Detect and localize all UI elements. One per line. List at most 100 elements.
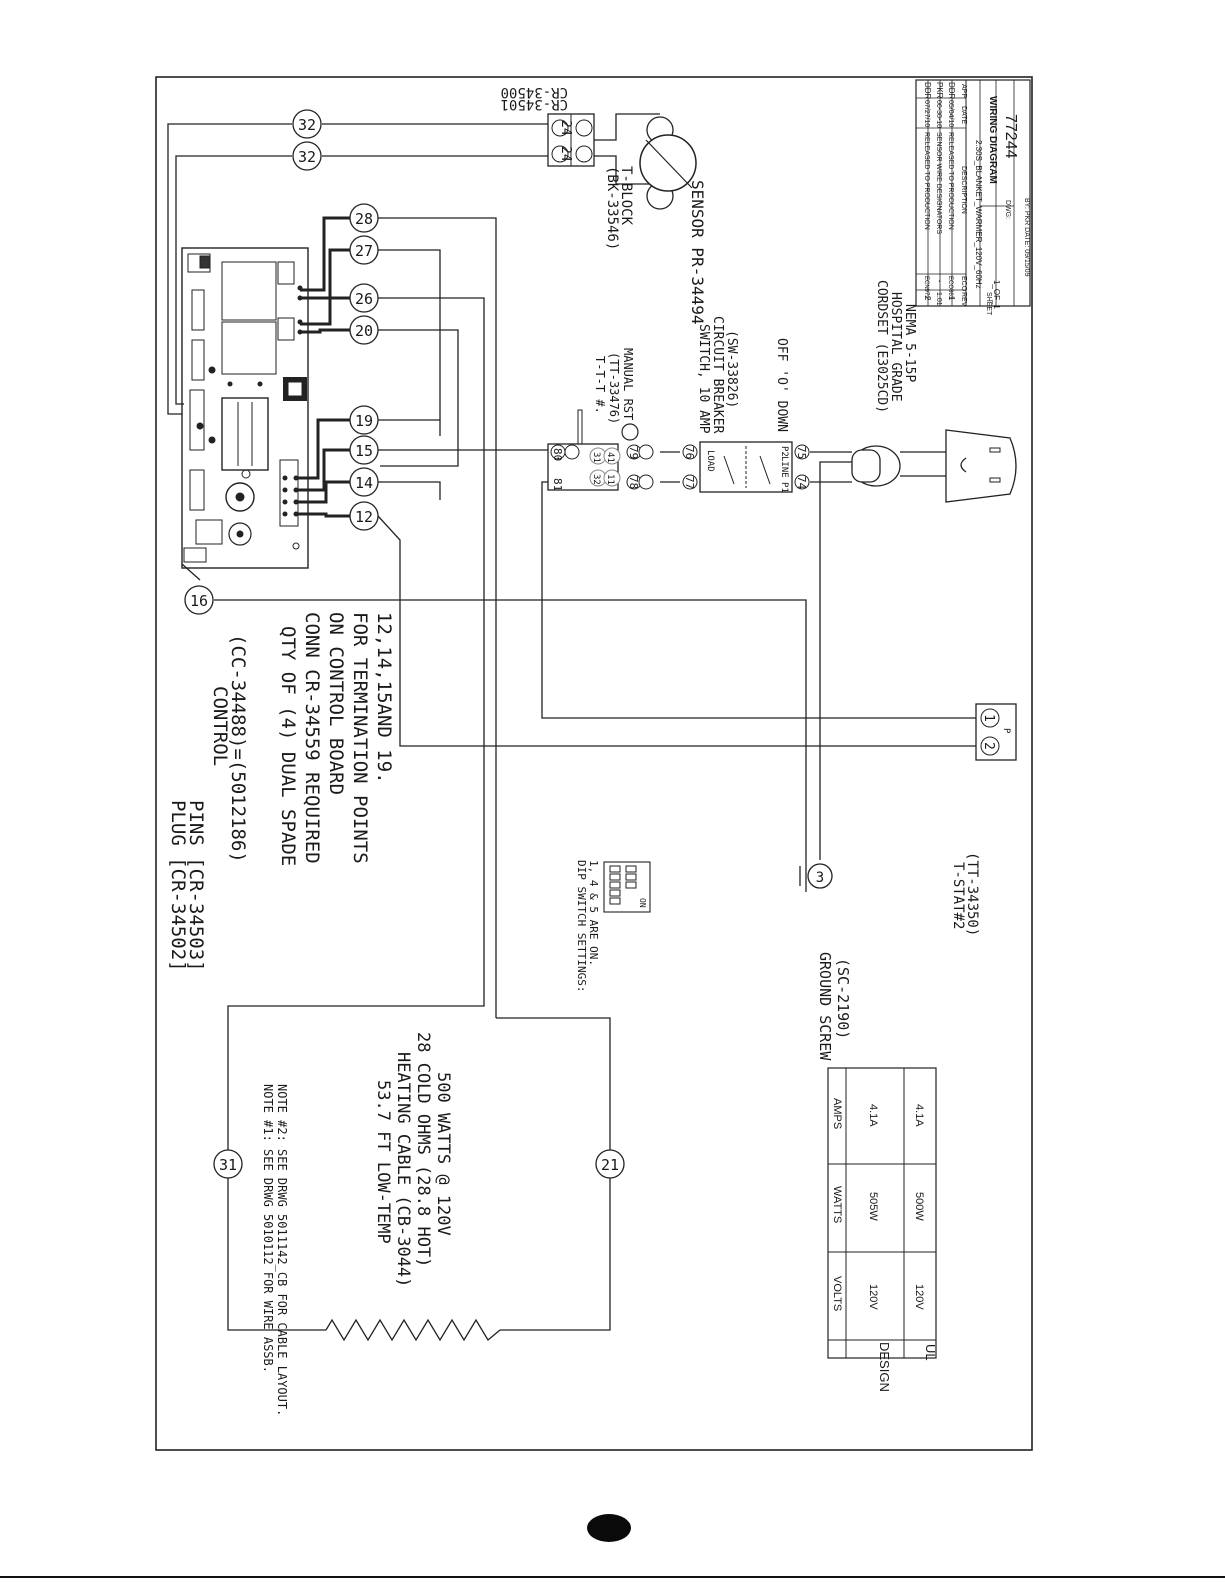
svg-text:31: 31 xyxy=(219,1156,237,1174)
svg-text:NOTE #1: SEE DRWG 5010112 FOR: NOTE #1: SEE DRWG 5010112 FOR WIRE ASSB. xyxy=(261,1084,275,1373)
svg-text:78: 78 xyxy=(627,476,640,489)
svg-text:CONN CR-34559 REQUIRED: CONN CR-34559 REQUIRED xyxy=(301,612,323,864)
svg-text:32: 32 xyxy=(298,148,316,166)
svg-text:77244: 77244 xyxy=(1002,114,1019,159)
svg-text:24: 24 xyxy=(558,120,573,136)
terminal-21: 21 xyxy=(595,1149,625,1179)
svg-text:P: P xyxy=(1001,728,1011,734)
heating-cable-labels: 53.7 FT LOW-TEMP HEATING CABLE (CB-3044)… xyxy=(373,1032,453,1287)
svg-text:1: 1 xyxy=(981,714,996,722)
control-labels: PLUG [CR-34502] PINS [CR-34503] CONTROL … xyxy=(167,612,395,972)
svg-text:14: 14 xyxy=(355,474,373,492)
terminal-32b: 32 xyxy=(292,141,322,171)
terminal-20: 20 xyxy=(349,315,379,345)
terminal-15: 15 xyxy=(349,435,379,465)
svg-text:21: 21 xyxy=(601,1156,619,1174)
svg-text:15: 15 xyxy=(355,442,373,460)
thermostat-1: 80 81 79 78 32 31 41 11 T-T-T #. (TT-334… xyxy=(547,348,654,491)
svg-text:16: 16 xyxy=(190,592,208,610)
drawing-border xyxy=(155,76,1033,1451)
svg-text:DDR: DDR xyxy=(947,82,956,100)
svg-text:74: 74 xyxy=(795,476,808,490)
svg-text:ECN972: ECN972 xyxy=(923,276,929,299)
svg-text:1: 1 xyxy=(947,296,956,301)
svg-text:2: 2 xyxy=(981,742,996,750)
svg-text:DESCRIPTION: DESCRIPTION xyxy=(960,166,967,214)
svg-text:AMPS: AMPS xyxy=(831,1098,843,1129)
svg-text:VOLTS: VOLTS xyxy=(831,1276,843,1311)
svg-text:32: 32 xyxy=(298,116,316,134)
svg-text:2: 2 xyxy=(923,296,932,301)
terminal-27: 27 xyxy=(349,235,379,265)
svg-text:20: 20 xyxy=(355,322,373,340)
plug-icon xyxy=(945,429,1017,503)
svg-text:53.7 FT LOW-TEMP: 53.7 FT LOW-TEMP xyxy=(373,1080,393,1244)
control-board xyxy=(181,247,309,569)
dip-switch: ON DIP SWITCH SETTINGS: 1, 4 & 5 ARE ON. xyxy=(575,860,651,992)
svg-text:12: 12 xyxy=(355,508,373,526)
svg-text:SHEET: SHEET xyxy=(985,292,992,316)
svg-text:DATE: DATE xyxy=(960,106,967,124)
svg-text:LOAD: LOAD xyxy=(705,450,715,472)
title-block: 2 ECN972 RELEASED TO PRODUCTION 07/27/10… xyxy=(915,79,1031,316)
svg-text:CIRCUIT BREAKER: CIRCUIT BREAKER xyxy=(710,316,725,434)
svg-text:05/04/10: 05/04/10 xyxy=(947,100,954,127)
svg-text:(SW-33826): (SW-33826) xyxy=(724,330,739,408)
svg-text:P1: P1 xyxy=(779,482,789,493)
svg-text:26: 26 xyxy=(355,290,373,308)
svg-text:T-BLOCK: T-BLOCK xyxy=(618,166,634,226)
svg-text:31: 31 xyxy=(591,452,601,463)
svg-text:CR-34500: CR-34500 xyxy=(501,84,568,100)
svg-text:QTY OF (4) DUAL SPADE: QTY OF (4) DUAL SPADE xyxy=(277,626,299,866)
svg-text:-: - xyxy=(935,280,942,283)
svg-text:APP: APP xyxy=(960,84,967,98)
svg-text:120V: 120V xyxy=(867,1284,879,1310)
svg-text:76: 76 xyxy=(683,446,696,459)
svg-text:RELEASED TO PRODUCTION: RELEASED TO PRODUCTION xyxy=(947,132,954,230)
svg-text:06-30-10: 06-30-10 xyxy=(935,100,942,128)
page-number-tab xyxy=(587,1514,631,1542)
svg-text:DESIGN: DESIGN xyxy=(877,1342,892,1392)
pins-label: PINS [CR-34503] xyxy=(185,800,207,972)
svg-text:RELEASED TO PRODUCTION: RELEASED TO PRODUCTION xyxy=(923,132,930,230)
svg-text:32: 32 xyxy=(591,474,601,485)
control-part: (CC-34488)=(5012186) xyxy=(227,634,249,863)
svg-text:505W: 505W xyxy=(867,1192,879,1221)
svg-text:SENSOR WIRE DESIGNATORS: SENSOR WIRE DESIGNATORS xyxy=(935,132,942,234)
svg-text:UL: UL xyxy=(923,1344,938,1361)
svg-text:11: 11 xyxy=(605,474,615,485)
cordset: CORDSET (E3025CD) HOSPITAL GRADE NEMA 5-… xyxy=(851,280,1017,503)
svg-text:T-STAT#2: T-STAT#2 xyxy=(950,862,966,929)
svg-text:SENSOR PR-34494: SENSOR PR-34494 xyxy=(688,180,707,325)
svg-text:OFF 'O' DOWN: OFF 'O' DOWN xyxy=(774,338,789,432)
svg-text:ON CONTROL BOARD: ON CONTROL BOARD xyxy=(325,612,347,795)
svg-text:REV: REV xyxy=(960,292,967,307)
terminal-19: 19 xyxy=(349,405,379,435)
sensor-assembly: 24 24 (BK-33546) T-BLOCK CR-34500 CR-345… xyxy=(501,84,707,325)
svg-text:(SC-2190): (SC-2190) xyxy=(834,958,852,1039)
svg-text:WIRING DIAGRAM: WIRING DIAGRAM xyxy=(987,96,998,184)
svg-text:WATTS: WATTS xyxy=(831,1186,843,1223)
svg-text:27: 27 xyxy=(355,242,373,260)
svg-text:81: 81 xyxy=(551,478,564,491)
svg-text:(BK-33546): (BK-33546) xyxy=(604,166,620,250)
svg-text:GROUND SCREW: GROUND SCREW xyxy=(816,952,834,1061)
terminal-14: 14 xyxy=(349,467,379,497)
svg-text:NOTE #2: SEE DRWG 5011142_CB F: NOTE #2: SEE DRWG 5011142_CB FOR CABLE L… xyxy=(275,1084,289,1416)
svg-text:FOR TERMINATION POINTS: FOR TERMINATION POINTS xyxy=(349,612,371,864)
svg-text:1_OF_1: 1_OF_1 xyxy=(992,280,1001,309)
terminal-26: 26 xyxy=(349,283,379,313)
svg-text:80: 80 xyxy=(551,448,564,461)
svg-text:79: 79 xyxy=(627,446,640,459)
svg-text:BY: PKR DATE: 09/15/09: BY: PKR DATE: 09/15/09 xyxy=(1023,198,1030,277)
svg-text:(TT-33476): (TT-33476) xyxy=(607,352,621,424)
svg-text:1, 4 & 5 ARE ON.: 1, 4 & 5 ARE ON. xyxy=(587,860,600,966)
terminal-12: 12 xyxy=(349,501,379,531)
svg-text:41: 41 xyxy=(605,452,615,463)
terminal-31: 31 xyxy=(213,1149,243,1179)
svg-text:PKR: PKR xyxy=(935,82,944,99)
svg-text:500 WATTS @ 120V: 500 WATTS @ 120V xyxy=(433,1072,453,1236)
svg-text:SWITCH, 10 AMP: SWITCH, 10 AMP xyxy=(696,324,711,434)
notes: NOTE #1: SEE DRWG 5010112 FOR WIRE ASSB.… xyxy=(261,1084,289,1416)
